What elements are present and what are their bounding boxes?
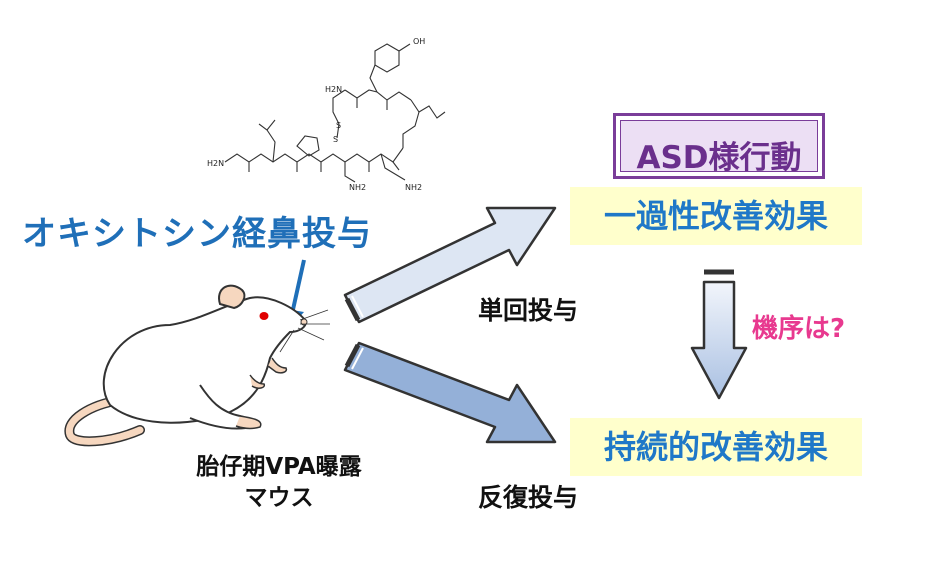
oxytocin-structure-icon: OH H2N S S H2N NH2 NH2 (207, 37, 446, 192)
mouse-label-line2: マウス (244, 485, 314, 511)
transient-improvement-label: 一過性改善効果 (570, 187, 862, 245)
mouse-label-line1: 胎仔期VPA曝露 (196, 454, 362, 480)
atom-label: NH2 (405, 183, 422, 192)
atom-label: S (336, 121, 341, 130)
repeated-dose-arrow-icon (343, 341, 557, 444)
sustained-improvement-label: 持続的改善効果 (570, 418, 862, 476)
atom-label: NH2 (349, 183, 366, 192)
atom-label: OH (413, 37, 425, 46)
asd-behavior-label: ASD様行動 (636, 140, 802, 176)
mechanism-question: 機序は? (752, 314, 846, 344)
repeated-dose-label: 反復投与 (478, 483, 579, 512)
atom-label: H2N (207, 159, 224, 168)
single-dose-arrow-icon (343, 206, 557, 324)
treatment-title: オキシトシン経鼻投与 (22, 214, 372, 254)
mouse-illustration (64, 284, 330, 447)
single-dose-label: 単回投与 (478, 296, 579, 325)
route-arrows (343, 206, 557, 444)
asd-behavior-box: ASD様行動 (613, 113, 825, 179)
down-arrow-icon (690, 269, 748, 400)
asd-behavior-inner: ASD様行動 (620, 120, 818, 176)
atom-label: S (333, 135, 338, 144)
atom-label: H2N (325, 85, 342, 94)
